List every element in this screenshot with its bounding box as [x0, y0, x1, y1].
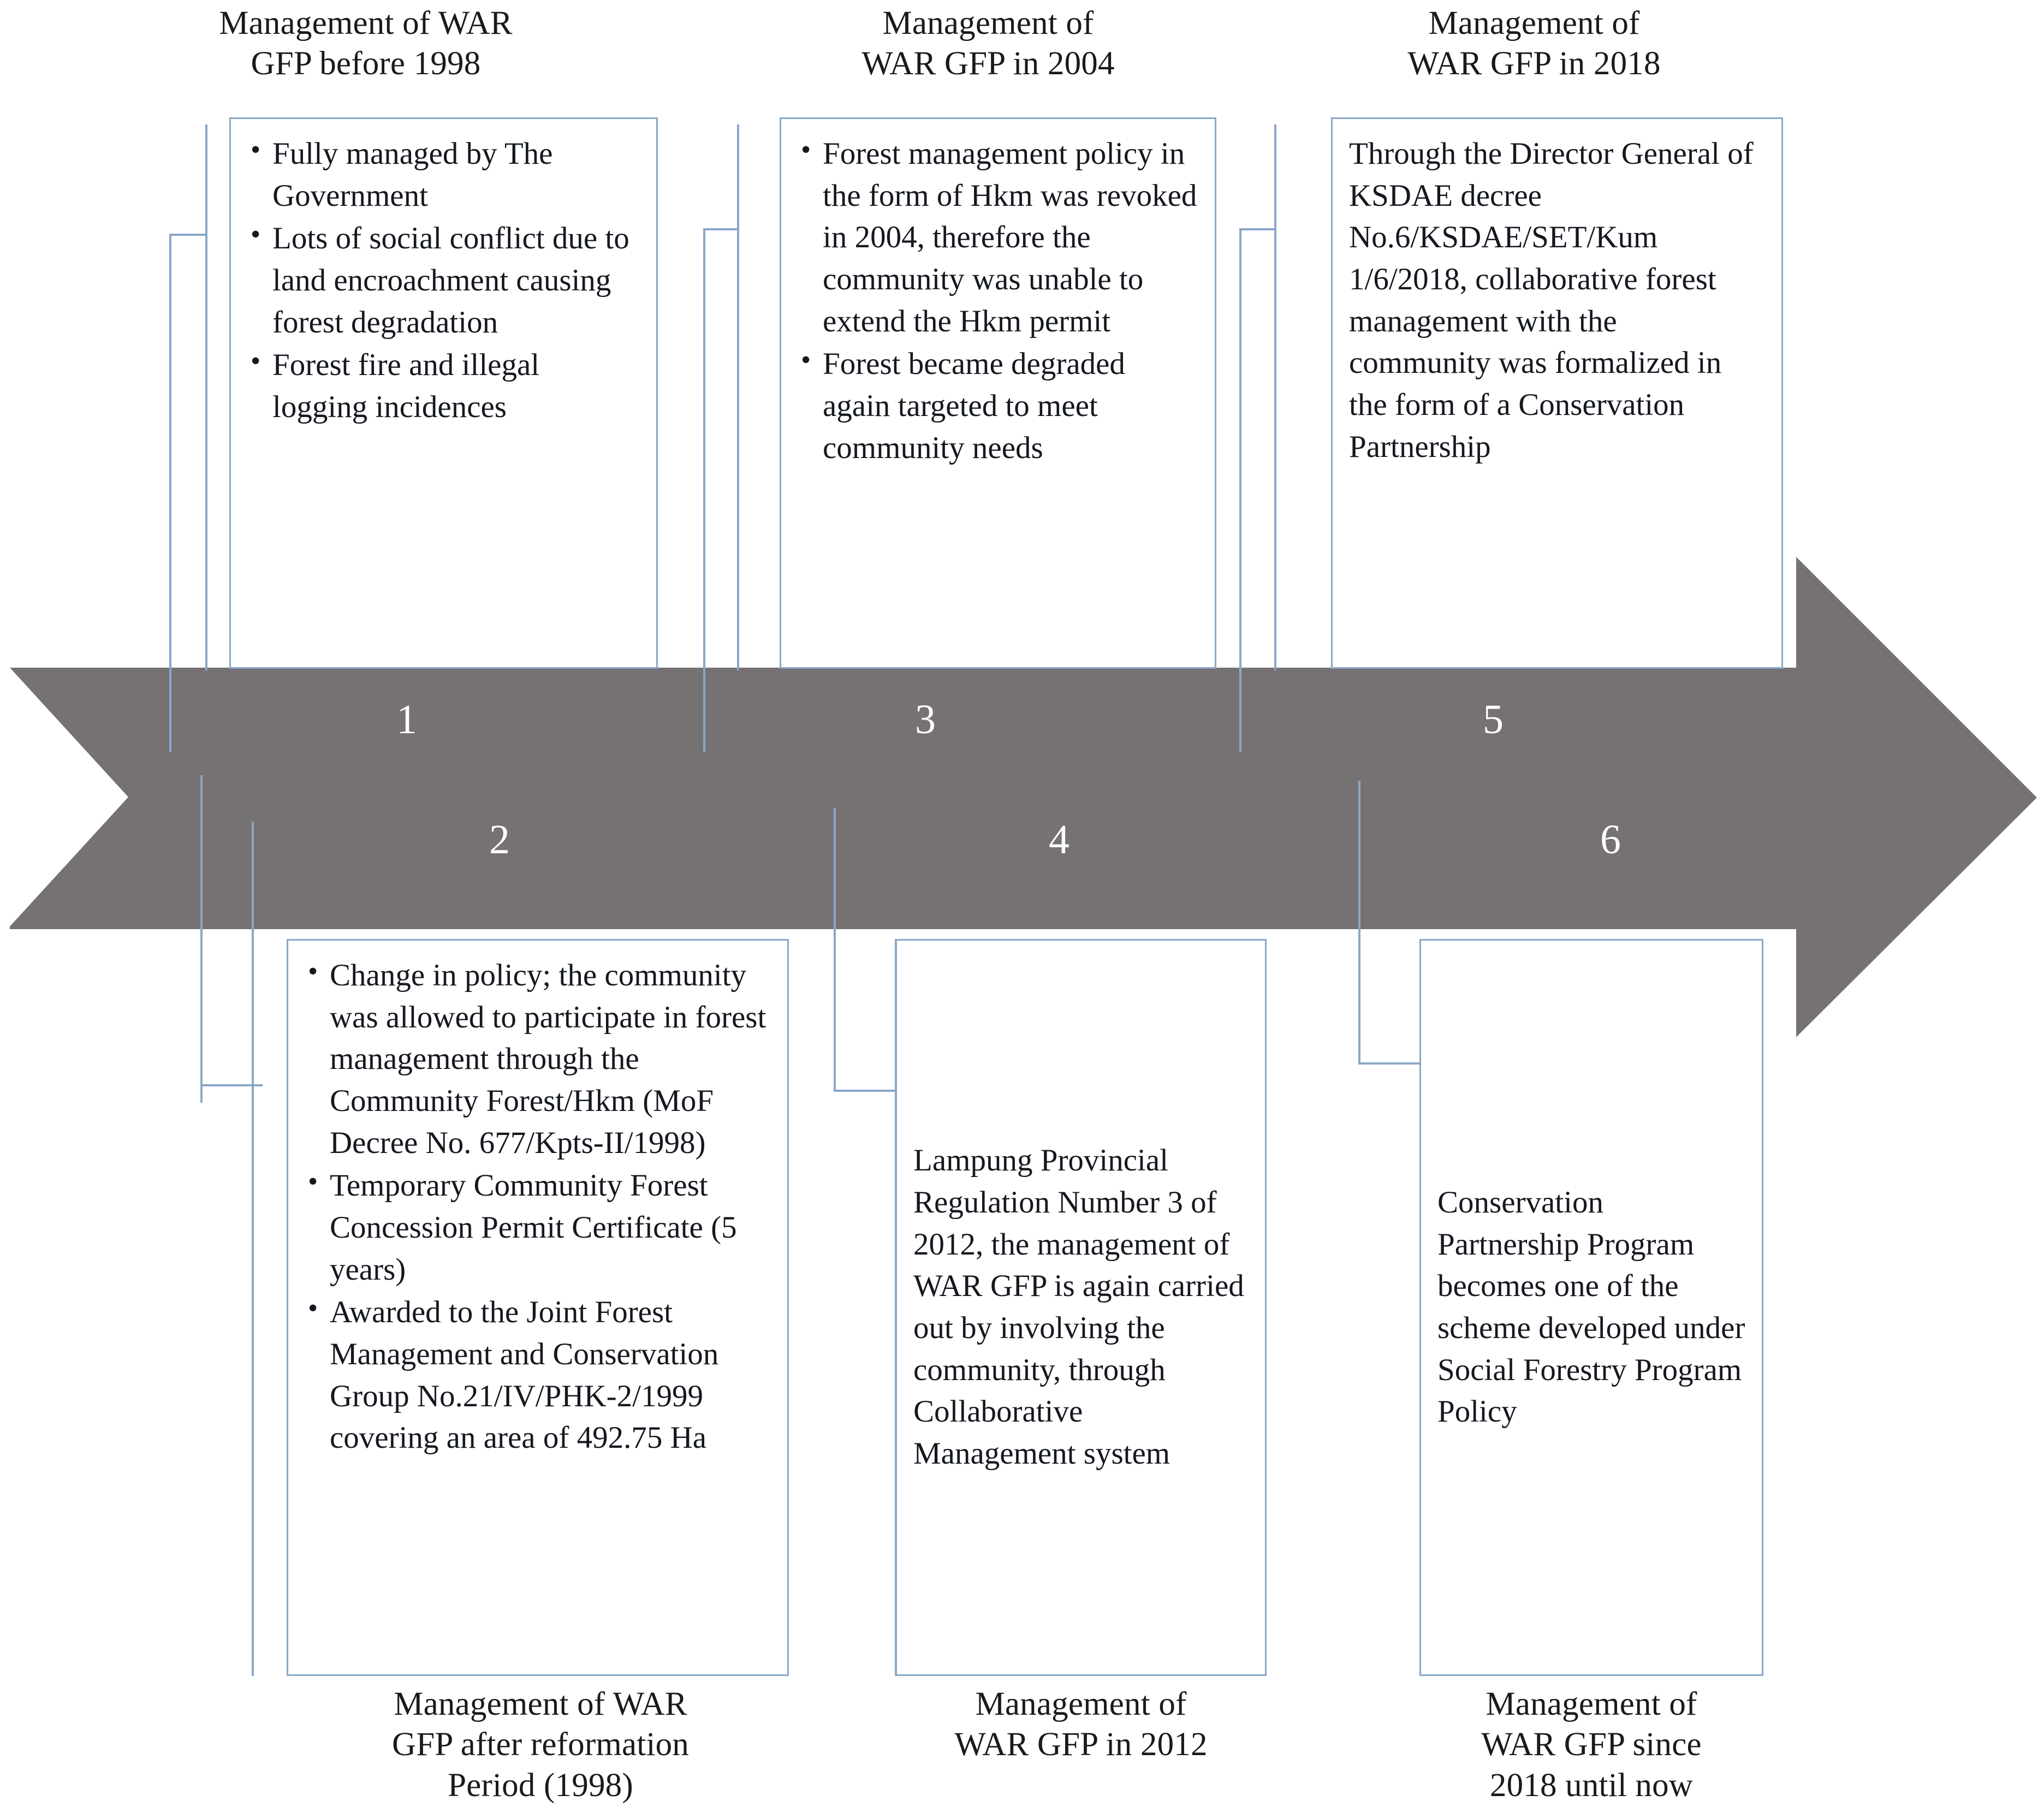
content-box-step-2: Change in policy; the community was allo…	[287, 939, 789, 1676]
connector-step3-elbow-h	[703, 228, 739, 230]
header-step-1: Management of WAR GFP before 1998	[219, 5, 513, 82]
header-step-5: Management of WAR GFP in 2018	[1407, 5, 1661, 82]
list-item: Forest became degraded again targeted to…	[798, 341, 1198, 469]
list-item: Change in policy; the community was allo…	[305, 953, 771, 1164]
step-number-1: 1	[396, 697, 417, 742]
connector-step5-elbow-v	[1239, 228, 1241, 752]
step-number-4: 4	[1049, 817, 1069, 863]
step-number-2: 2	[489, 817, 510, 863]
list-item: Lots of social conflict due to land encr…	[247, 216, 640, 343]
box3-bullet-list: Forest management policy in the form of …	[798, 131, 1198, 469]
list-item: Temporary Community Forest Concession Pe…	[305, 1163, 771, 1291]
step-number-6: 6	[1600, 817, 1621, 863]
connector-step1-box-stem	[205, 124, 207, 670]
content-box-step-4: Lampung Provincial Regulation Number 3 o…	[895, 939, 1267, 1676]
list-item: Forest management policy in the form of …	[798, 131, 1198, 342]
box2-bullet-list: Change in policy; the community was allo…	[305, 953, 771, 1459]
connector-step3-box-stem	[737, 124, 739, 670]
connector-step1-elbow-v	[169, 234, 171, 752]
list-item: Awarded to the Joint Forest Management a…	[305, 1289, 771, 1459]
list-item: Forest fire and illegal logging incidenc…	[247, 342, 640, 428]
connector-step3-elbow-v	[703, 228, 705, 752]
connector-step4-elbow-h	[834, 1090, 897, 1092]
header-step-3: Management of WAR GFP in 2004	[861, 5, 1115, 82]
box4-paragraph: Lampung Provincial Regulation Number 3 o…	[913, 1143, 1244, 1471]
connector-step5-box-stem	[1274, 124, 1276, 670]
caption-step-4: Management of WAR GFP in 2012	[954, 1686, 1208, 1763]
connector-step4-arrow-v	[834, 808, 836, 1092]
connector-step1-elbow-h	[169, 234, 207, 236]
content-box-step-6: Conservation Partnership Program becomes…	[1419, 939, 1763, 1676]
connector-step5-elbow-h	[1239, 228, 1276, 230]
list-item: Fully managed by The Government	[247, 131, 640, 217]
step-number-5: 5	[1483, 697, 1504, 742]
connector-step2-elbow-h	[200, 1084, 263, 1086]
box1-bullet-list: Fully managed by The Government Lots of …	[247, 131, 640, 429]
content-box-step-5: Through the Director General of KSDAE de…	[1331, 117, 1783, 669]
connector-step6-elbow-h	[1358, 1062, 1423, 1065]
caption-step-6: Management of WAR GFP since 2018 until n…	[1481, 1686, 1702, 1804]
connector-step2-arrow-v	[200, 775, 203, 1103]
caption-step-2: Management of WAR GFP after reformation …	[392, 1686, 689, 1804]
box5-paragraph: Through the Director General of KSDAE de…	[1349, 136, 1754, 464]
content-box-step-1: Fully managed by The Government Lots of …	[229, 117, 658, 669]
connector-step2-box-stem	[252, 822, 254, 1676]
box6-paragraph: Conservation Partnership Program becomes…	[1437, 1185, 1745, 1429]
content-box-step-3: Forest management policy in the form of …	[780, 117, 1216, 669]
connector-step6-arrow-v	[1358, 781, 1360, 1065]
step-number-3: 3	[915, 697, 936, 742]
